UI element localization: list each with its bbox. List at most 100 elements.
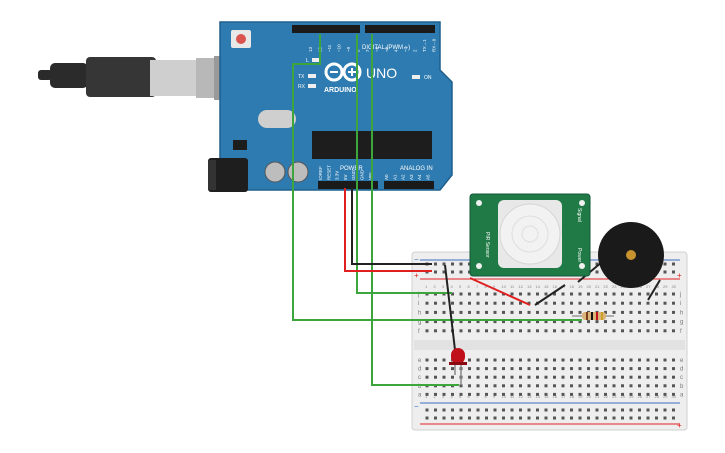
breadboard-hole[interactable]: [663, 301, 667, 305]
breadboard-hole[interactable]: [570, 416, 573, 420]
breadboard-hole[interactable]: [502, 416, 505, 420]
breadboard-hole[interactable]: [476, 329, 480, 333]
breadboard-hole[interactable]: [638, 375, 641, 379]
breadboard-hole[interactable]: [578, 329, 582, 333]
breadboard-hole[interactable]: [638, 367, 641, 371]
breadboard-hole[interactable]: [502, 358, 505, 362]
breadboard-hole[interactable]: [578, 384, 582, 388]
breadboard-hole[interactable]: [595, 292, 599, 296]
breadboard-hole[interactable]: [442, 416, 446, 420]
breadboard-hole[interactable]: [485, 301, 488, 305]
breadboard-hole[interactable]: [468, 301, 471, 305]
breadboard-hole[interactable]: [434, 416, 437, 420]
breadboard-hole[interactable]: [485, 392, 488, 396]
breadboard-hole[interactable]: [587, 392, 590, 396]
piezo-buzzer[interactable]: [598, 222, 664, 288]
breadboard-hole[interactable]: [587, 416, 590, 420]
breadboard-hole[interactable]: [612, 408, 616, 412]
breadboard-hole[interactable]: [561, 384, 565, 388]
breadboard-hole[interactable]: [425, 320, 429, 324]
breadboard-hole[interactable]: [646, 292, 650, 296]
breadboard-hole[interactable]: [442, 301, 446, 305]
breadboard-hole[interactable]: [570, 375, 573, 379]
breadboard-hole[interactable]: [476, 301, 480, 305]
breadboard-hole[interactable]: [553, 329, 556, 333]
breadboard-hole[interactable]: [646, 375, 650, 379]
breadboard-hole[interactable]: [553, 310, 556, 314]
breadboard-hole[interactable]: [519, 367, 522, 371]
breadboard-hole[interactable]: [612, 384, 616, 388]
breadboard-hole[interactable]: [646, 367, 650, 371]
breadboard-hole[interactable]: [485, 384, 488, 388]
breadboard-hole[interactable]: [553, 367, 556, 371]
breadboard-hole[interactable]: [638, 416, 641, 420]
breadboard-hole[interactable]: [425, 329, 429, 333]
breadboard-hole[interactable]: [519, 384, 522, 388]
breadboard-hole[interactable]: [502, 375, 505, 379]
breadboard-hole[interactable]: [493, 416, 497, 420]
breadboard-hole[interactable]: [655, 301, 658, 305]
breadboard-hole[interactable]: [578, 292, 582, 296]
breadboard-hole[interactable]: [476, 375, 480, 379]
breadboard-hole[interactable]: [587, 408, 590, 412]
breadboard-hole[interactable]: [502, 320, 505, 324]
breadboard-hole[interactable]: [502, 384, 505, 388]
breadboard-hole[interactable]: [612, 310, 616, 314]
breadboard-hole[interactable]: [459, 310, 463, 314]
breadboard-hole[interactable]: [493, 358, 497, 362]
breadboard-hole[interactable]: [476, 320, 480, 324]
breadboard-hole[interactable]: [672, 292, 675, 296]
breadboard-hole[interactable]: [468, 367, 471, 371]
breadboard-hole[interactable]: [553, 375, 556, 379]
breadboard-hole[interactable]: [476, 358, 480, 362]
resistor[interactable]: [572, 312, 614, 320]
breadboard-hole[interactable]: [459, 292, 463, 296]
breadboard-hole[interactable]: [595, 270, 599, 274]
breadboard-hole[interactable]: [434, 329, 437, 333]
breadboard-hole[interactable]: [570, 384, 573, 388]
breadboard-hole[interactable]: [519, 320, 522, 324]
breadboard-hole[interactable]: [638, 329, 641, 333]
breadboard-hole[interactable]: [451, 310, 454, 314]
breadboard-hole[interactable]: [459, 384, 463, 388]
breadboard-hole[interactable]: [604, 329, 607, 333]
digital-header-left[interactable]: [292, 25, 360, 33]
breadboard-hole[interactable]: [485, 329, 488, 333]
breadboard-hole[interactable]: [646, 408, 650, 412]
breadboard-hole[interactable]: [638, 292, 641, 296]
breadboard-hole[interactable]: [493, 320, 497, 324]
breadboard-hole[interactable]: [451, 392, 454, 396]
breadboard-hole[interactable]: [612, 367, 616, 371]
breadboard-hole[interactable]: [570, 329, 573, 333]
breadboard-hole[interactable]: [544, 416, 548, 420]
breadboard-hole[interactable]: [604, 416, 607, 420]
breadboard-hole[interactable]: [459, 262, 463, 266]
breadboard-hole[interactable]: [510, 292, 514, 296]
breadboard-hole[interactable]: [527, 358, 531, 362]
breadboard-hole[interactable]: [476, 292, 480, 296]
breadboard-hole[interactable]: [663, 416, 667, 420]
breadboard-hole[interactable]: [604, 292, 607, 296]
breadboard-hole[interactable]: [561, 375, 565, 379]
breadboard-hole[interactable]: [425, 416, 429, 420]
breadboard-hole[interactable]: [527, 375, 531, 379]
breadboard-hole[interactable]: [493, 329, 497, 333]
breadboard-hole[interactable]: [655, 358, 658, 362]
breadboard-hole[interactable]: [553, 384, 556, 388]
breadboard-hole[interactable]: [510, 392, 514, 396]
breadboard-hole[interactable]: [536, 358, 539, 362]
breadboard-hole[interactable]: [578, 310, 582, 314]
breadboard-hole[interactable]: [536, 375, 539, 379]
breadboard-hole[interactable]: [672, 301, 675, 305]
breadboard-hole[interactable]: [570, 320, 573, 324]
breadboard-hole[interactable]: [570, 392, 573, 396]
breadboard-hole[interactable]: [672, 270, 675, 274]
breadboard-hole[interactable]: [553, 416, 556, 420]
breadboard-hole[interactable]: [476, 392, 480, 396]
breadboard-hole[interactable]: [459, 408, 463, 412]
breadboard-hole[interactable]: [459, 301, 463, 305]
breadboard-hole[interactable]: [502, 408, 505, 412]
breadboard-hole[interactable]: [468, 384, 471, 388]
breadboard-hole[interactable]: [434, 408, 437, 412]
breadboard-hole[interactable]: [519, 292, 522, 296]
